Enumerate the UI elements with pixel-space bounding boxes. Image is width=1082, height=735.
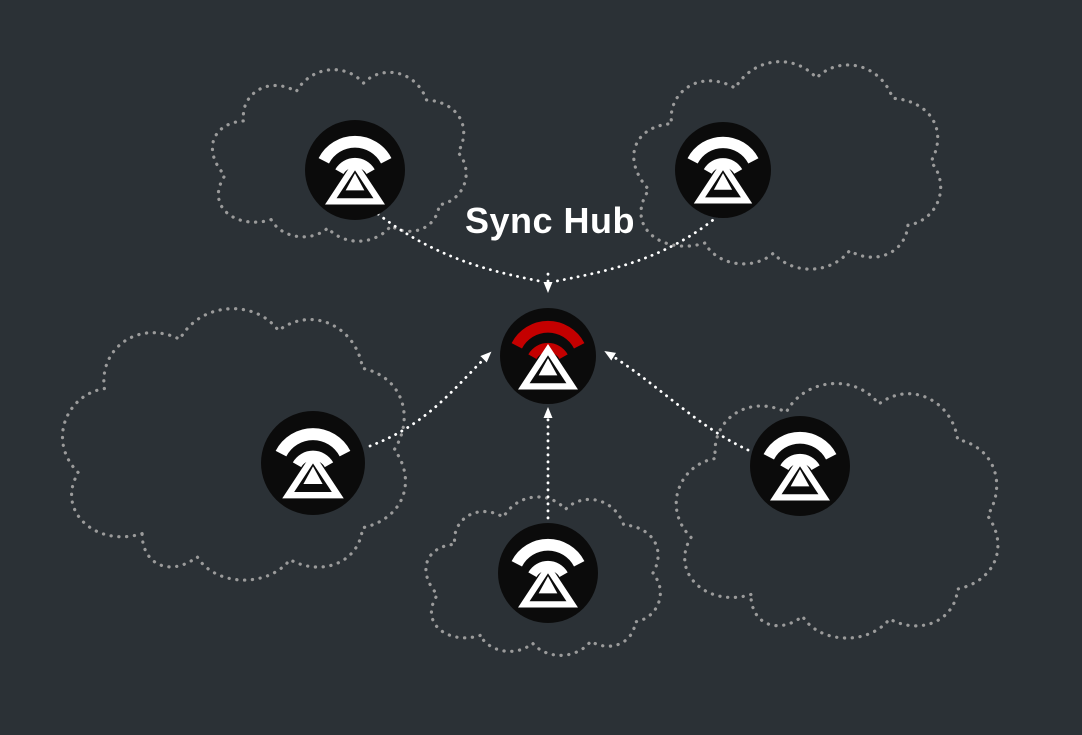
device-node-top-right [675,122,771,218]
cloud-mid-right [676,384,998,639]
arrow-from-top-left [376,212,546,284]
sync-hub-node [500,308,596,404]
device-node-mid-right [750,416,850,516]
device-node-top-left [305,120,405,220]
arrow-from-top-right [550,214,720,284]
device-node-mid-left [261,411,365,515]
sync-arrows [368,212,750,520]
diagram-title: Sync Hub [464,200,636,241]
device-node-bottom-center [498,523,598,623]
arrow-from-mid-right [604,350,750,452]
arrow-from-mid-left [368,351,492,448]
